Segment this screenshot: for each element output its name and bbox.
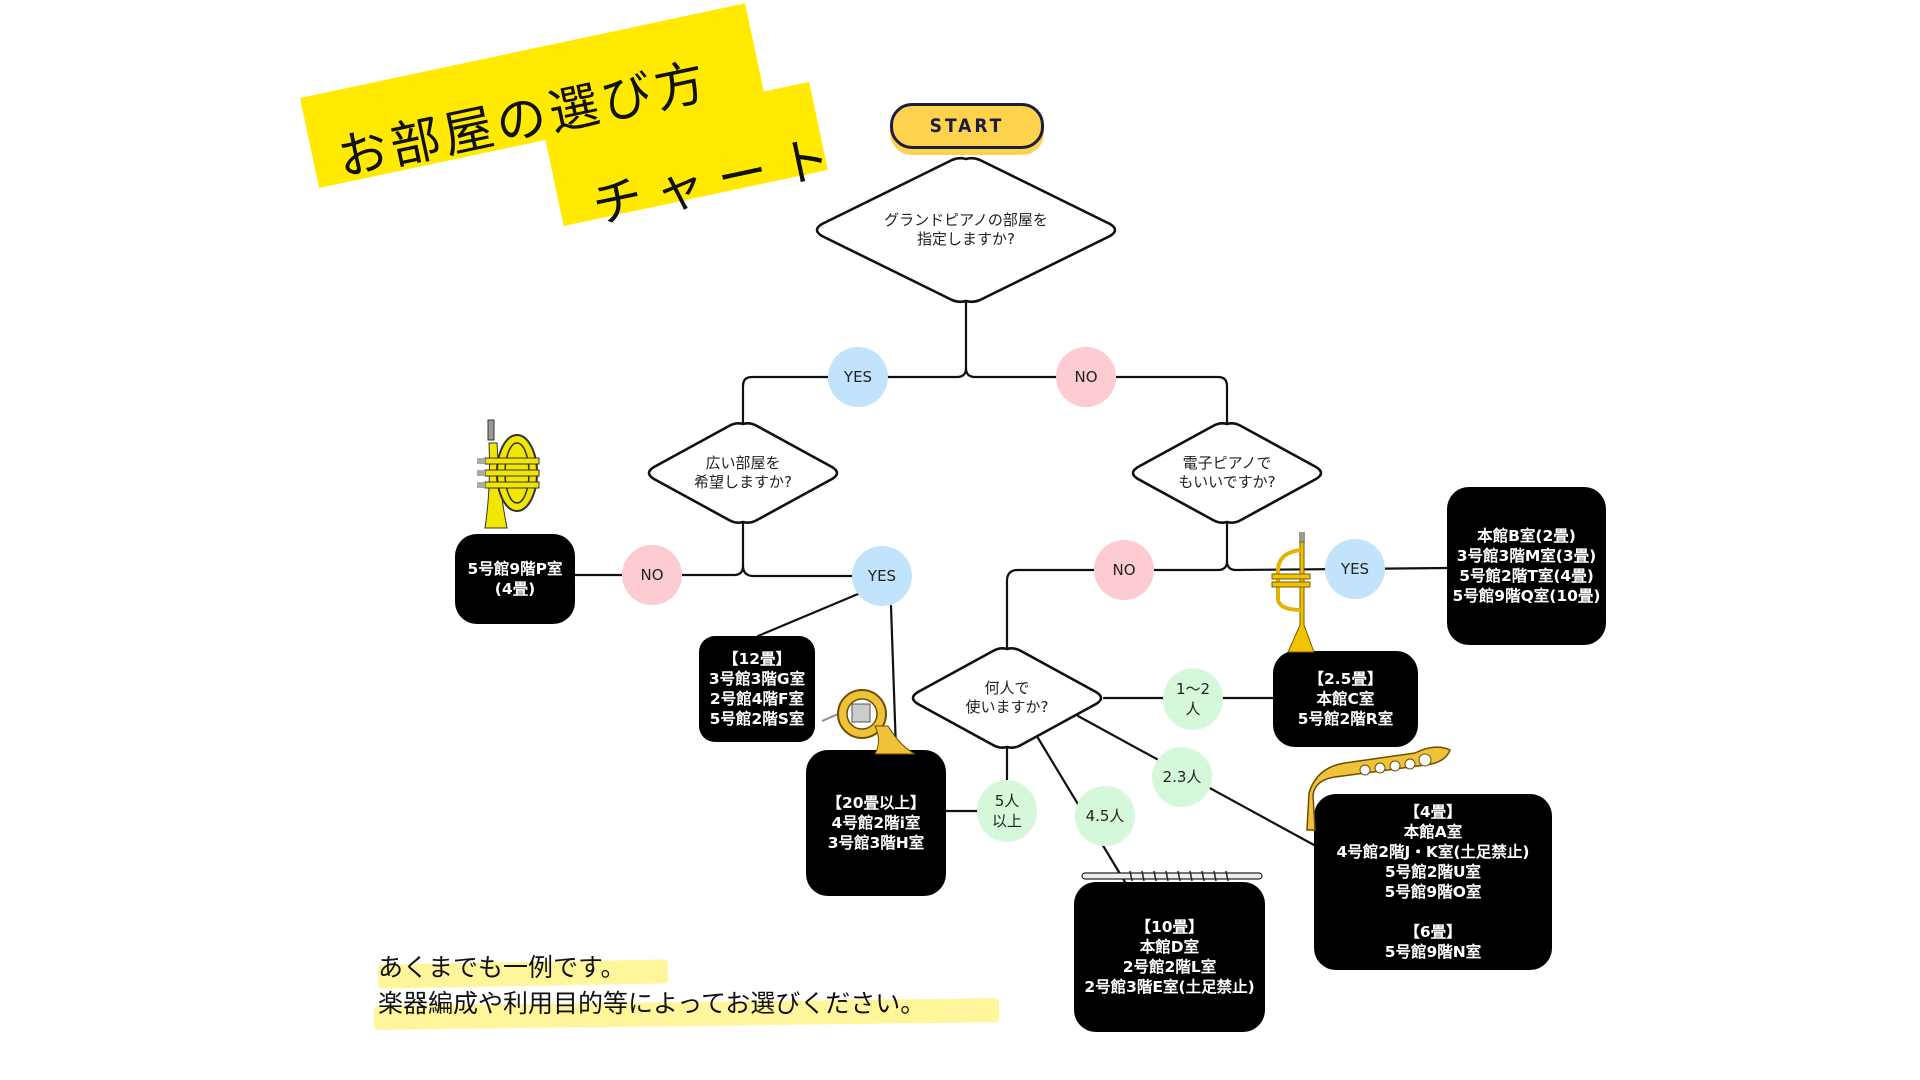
answer-people-2-3[interactable]: 2.3人 [1152, 747, 1212, 807]
connector-q1-no [964, 366, 1229, 426]
result-line: 本館D室 [1139, 938, 1200, 956]
result-line: 2号館4階F室 [709, 690, 805, 708]
connector-q3-yes [1225, 559, 1449, 572]
answer-no-electric-piano[interactable]: NO [1094, 540, 1154, 600]
result-p-room[interactable]: 5号館9階P室 (4畳) [455, 534, 575, 624]
result-20-tatami[interactable]: 【20畳以上】 4号館2階i室 3号館3階H室 [806, 750, 946, 896]
result-line: 5号館9階P室 [467, 560, 563, 578]
question-how-many-text: 何人で 使いますか? [966, 679, 1049, 717]
question-line: もいいですか? [1178, 473, 1276, 491]
result-10-tatami[interactable]: 【10畳】 本館D室 2号館2階L室 2号館3階E室(土足禁止) [1074, 882, 1265, 1032]
result-line: 【2.5畳】 [1308, 670, 1383, 688]
answer-yes-large-room[interactable]: YES [852, 546, 912, 606]
answer-people-5-plus[interactable]: 5人 以上 [977, 780, 1037, 842]
result-line: 4号館2階J・K室(土足禁止) [1336, 843, 1530, 861]
result-4-6-tatami[interactable]: 【4畳】 本館A室 4号館2階J・K室(土足禁止) 5号館2階U室 5号館9階O… [1314, 794, 1552, 970]
result-line: 【4畳】 [1404, 803, 1462, 821]
question-diamond-electric-piano [1131, 422, 1323, 524]
question-line: グランドピアノの部屋を [884, 211, 1048, 229]
question-line: 指定しますか? [917, 230, 1015, 248]
answer-yes-grand-piano[interactable]: YES [828, 347, 888, 407]
flute-icon [1081, 870, 1263, 882]
result-line: 2号館2階L室 [1122, 958, 1217, 976]
french-horn-icon [821, 689, 916, 755]
note-line-1: あくまでも一例です。 [378, 953, 626, 982]
result-line: 本館A室 [1403, 823, 1463, 841]
connector-q1-yes [741, 366, 968, 426]
answer-line: 人 [1185, 700, 1201, 718]
pocket-trumpet-icon [477, 419, 540, 529]
answer-no-large-room[interactable]: NO [622, 545, 682, 605]
result-line: 本館B室(2畳) [1477, 527, 1576, 545]
result-line: 5号館2階S室 [709, 710, 805, 728]
result-line: 【10畳】 [1135, 918, 1204, 936]
trumpet-icon [1271, 532, 1315, 653]
result-line: 3号館3階H室 [827, 834, 925, 852]
note-line-2: 楽器編成や利用目的等によってお選びください。 [378, 989, 926, 1018]
result-line: 【12畳】 [722, 650, 792, 668]
result-line: 5号館2階T室(4畳) [1459, 567, 1594, 585]
answer-people-1-2[interactable]: 1〜2 人 [1163, 668, 1223, 730]
answer-no-grand-piano[interactable]: NO [1056, 347, 1116, 407]
connector-yes2-twelve [756, 592, 860, 638]
result-line: 【20畳以上】 [826, 794, 926, 812]
saxophone-icon [1306, 746, 1451, 831]
question-diamond-how-many [911, 647, 1103, 749]
connector-q2-yes [741, 564, 884, 578]
start-button[interactable]: START [890, 103, 1044, 149]
result-line: 5号館2階U室 [1384, 863, 1482, 881]
question-electric-piano-text: 電子ピアノで もいいですか? [1178, 454, 1275, 492]
result-electric-piano-rooms[interactable]: 本館B室(2畳) 3号館3階M室(3畳) 5号館2階T室(4畳) 5号館9階Q室… [1447, 487, 1606, 645]
question-line: 広い部屋を [705, 454, 781, 472]
question-large-room-text: 広い部屋を 希望しますか? [694, 454, 792, 492]
answer-line: 以上 [991, 812, 1022, 830]
result-line: 5号館9階O室 [1384, 883, 1482, 901]
question-line: 電子ピアノで [1182, 454, 1272, 472]
result-line: 3号館3階M室(3畳) [1456, 547, 1597, 565]
result-12-tatami[interactable]: 【12畳】 3号館3階G室 2号館4階F室 5号館2階S室 [699, 636, 815, 742]
answer-line: 5人 [994, 792, 1020, 810]
result-spacer [1336, 902, 1529, 922]
result-2-5-tatami[interactable]: 【2.5畳】 本館C室 5号館2階R室 [1273, 651, 1418, 747]
answer-yes-electric-piano[interactable]: YES [1325, 539, 1385, 599]
result-line: 5号館2階R室 [1297, 710, 1394, 728]
question-grand-piano-text: グランドピアノの部屋を 指定しますか? [884, 211, 1048, 249]
result-line: 2号館3階E室(土足禁止) [1084, 978, 1255, 996]
question-line: 何人で [984, 679, 1030, 697]
result-line: 5号館9階Q室(10畳) [1452, 587, 1601, 605]
result-line: 本館C室 [1316, 690, 1375, 708]
connector-q3-no [1005, 559, 1229, 651]
question-diamond-large-room [647, 422, 839, 524]
result-line: 5号館9階N室 [1384, 943, 1482, 961]
result-line: 3号館3階G室 [708, 670, 806, 688]
answer-line: 1〜2 [1175, 680, 1211, 698]
question-diamond-grand-piano [815, 156, 1117, 304]
question-line: 使いますか? [965, 698, 1049, 716]
result-line: 【6畳】 [1404, 923, 1462, 941]
connector-yes2-twenty [889, 604, 898, 752]
answer-people-4-5[interactable]: 4.5人 [1075, 786, 1135, 846]
result-line: 4号館2階i室 [831, 814, 921, 832]
question-line: 希望しますか? [694, 473, 792, 491]
result-line: (4畳) [494, 580, 536, 598]
